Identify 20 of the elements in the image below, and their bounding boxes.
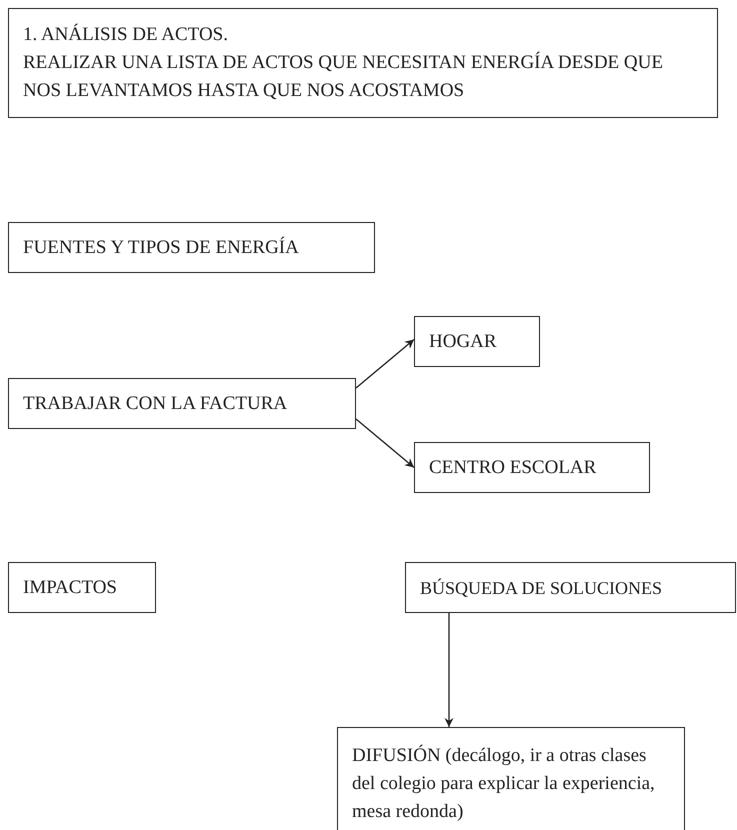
text-box [337,727,685,830]
text-box [405,562,736,613]
arrow [356,418,414,468]
box-text: FUENTES Y TIPOS DE ENERGÍA [23,236,300,260]
box-text: CENTRO ESCOLAR [429,456,598,480]
text-box [8,378,356,429]
box-text: BÚSQUEDA DE SOLUCIONES [420,576,664,600]
text-box [8,562,156,613]
box-heading: 1. ANÁLISIS DE ACTOS. [23,22,229,47]
box-text: HOGAR [429,330,498,354]
arrow [444,613,454,727]
box-text: TRABAJAR CON LA FACTURA [23,392,288,416]
box-text: IMPACTOS [23,576,118,600]
arrow [356,339,414,388]
box-text: DIFUSIÓN (decálogo, ir a otras clases del colegio para explicar la experiencia, mesa redonda) [352,744,656,824]
text-box [8,8,718,118]
text-box [414,316,540,367]
text-box [414,442,650,493]
box-text: REALIZAR UNA LISTA DE ACTOS QUE NECESITAN ENERGÍA DESDE QUE NOS LEVANTAMOS HASTA QUE NOS ACOSTAMOS [23,50,664,103]
text-box [8,222,375,273]
